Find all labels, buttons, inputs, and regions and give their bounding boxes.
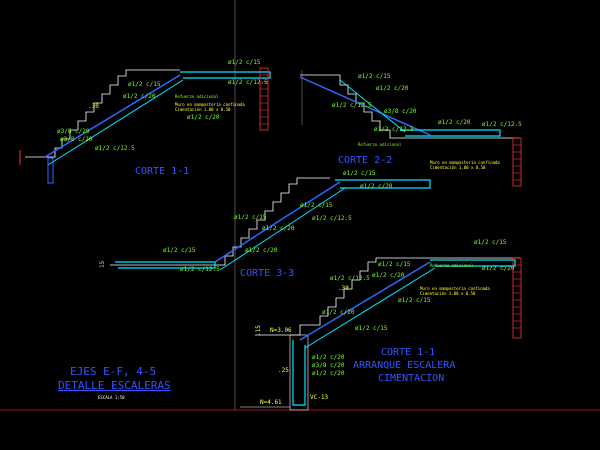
section-title: CORTE 3-3 [240, 268, 294, 279]
rebar-label: ø1/2 c/15 [358, 73, 391, 80]
note-text: Refuerzo adicional [430, 263, 474, 268]
end-column [512, 137, 522, 187]
note-text: Cimentación 1.00 x 0.50 [175, 107, 231, 112]
rebar-main-slab [299, 76, 431, 136]
sheet-title: DETALLE ESCALERAS [58, 379, 171, 392]
section-title: CORTE 2-2 [338, 155, 392, 166]
rebar-label: ø1/2 c/15 [300, 202, 333, 209]
note-text: Muro en mampostería confinada [420, 286, 490, 291]
rebar-bottom [304, 267, 436, 349]
rebar-label: ø3/8 c/20 [384, 108, 417, 115]
section-arranque-escalera: ø1/2 c/15 ø1/2 c/20 ø1/2 c/15 ø1/2 c/20 … [240, 239, 522, 411]
rebar-label: ø1/2 c/15 [378, 261, 411, 268]
rebar-label: ø1/2 c/20 [312, 370, 345, 377]
rebar-label: ø3/8 c/20 [57, 128, 90, 135]
section-corte-2-2: ø1/2 c/15 ø1/2 c/20 ø1/2 c/12.5 ø3/8 c/2… [299, 70, 522, 187]
rebar-label: ø1/2 c/20 [312, 354, 345, 361]
rebar-label: ø1/2 c/12.5 [180, 266, 220, 273]
rebar-bottom [339, 79, 406, 133]
section-title-line2: ARRANQUE ESCALERA [353, 360, 455, 371]
base-column [47, 157, 54, 184]
rebar-label: ø1/2 c/20 [187, 114, 220, 121]
sheet-title-block: EJES E-F, 4-5 DETALLE ESCALERAS ESCALA 1… [58, 365, 171, 400]
stair-profile [300, 74, 520, 139]
foundation-wall [289, 334, 309, 411]
rebar-label: ø1/2 c/15 [398, 297, 431, 304]
rebar-label: ø1/2 c/12.5 [332, 102, 372, 109]
rebar-label: ø1/2 c/12.5 [482, 121, 522, 128]
rebar-landing [180, 71, 271, 79]
rebar-label: ø1/2 c/15 [343, 170, 376, 177]
dimension-label: .15 [255, 325, 262, 336]
end-column [259, 67, 269, 131]
rebar-main-slab [299, 261, 431, 341]
rebar-bottom [47, 79, 184, 166]
note-text: Refuerzo adicional [358, 142, 402, 147]
rebar-main-slab [44, 74, 181, 158]
section-corte-1-1: ø1/2 c/15 ø1/2 c/12.5 ø1/2 c/15 ø1/2 c/2… [19, 59, 271, 184]
rebar-label: ø1/2 c/15 [163, 247, 196, 254]
stair-profile [255, 257, 520, 336]
level-mark: 15 [99, 260, 106, 268]
rebar-main-slab [214, 181, 341, 263]
section-corte-3-3: 15 ø1/2 c/15 ø1/2 c/20 ø1/2 c/15 ø1/2 c/… [99, 170, 431, 279]
section-title-line1: CORTE 1-1 [381, 347, 435, 358]
rebar-label: ø1/2 c/15 [234, 214, 267, 221]
note-text: Muro en mampostería confinada [430, 160, 500, 165]
rebar-label: ø1/2 c/15 [474, 239, 507, 246]
dimension-label: .25 [278, 367, 289, 374]
section-title: CORTE 1-1 [135, 166, 189, 177]
rebar-landing-low [115, 261, 216, 269]
rebar-label: ø1/2 c/20 [245, 247, 278, 254]
rebar-label: ø3/8 c/20 [312, 362, 345, 369]
note-text: Cimentación 1.00 x 0.50 [420, 291, 476, 296]
rebar-label: ø1/2 c/12.5 [312, 215, 352, 222]
rebar-landing [430, 259, 516, 267]
rebar-label: ø1/2 c/20 [123, 93, 156, 100]
note-text: Cimentación 1.00 x 0.50 [430, 165, 486, 170]
section-title-line3: CIMENTACION [378, 373, 444, 384]
rebar-landing [400, 129, 501, 137]
end-column [512, 257, 522, 339]
rebar-bottom [219, 187, 346, 271]
rebar-label: ø1/2 c/20 [322, 309, 355, 316]
level-bottom: N=4.61 [260, 399, 282, 406]
stair-profile [25, 69, 180, 158]
rebar-label: ø1/2 c/20 [438, 119, 471, 126]
rebar-label: ø1/2 c/12.5 [374, 126, 414, 133]
sheet-axes-label: EJES E-F, 4-5 [70, 365, 156, 378]
rebar-landing-high [335, 179, 431, 189]
vc-label: VC-13 [310, 394, 328, 401]
rebar-label: ø1/2 c/15 [355, 325, 388, 332]
rebar-label: ø3/8 c/20 [60, 136, 93, 143]
rebar-label: ø1/2 c/20 [262, 225, 295, 232]
tread-dimension: .30 [88, 103, 99, 110]
rebar-label: ø1/2 c/20 [360, 183, 393, 190]
rebar-label: ø1/2 c/15 [228, 59, 261, 66]
rebar-label: ø1/2 c/20 [376, 85, 409, 92]
rebar-label: ø1/2 c/12.5 [228, 79, 268, 86]
stair-profile [110, 177, 330, 266]
note-text: Muro en mampostería confinada [175, 102, 245, 107]
rebar-label: ø1/2 c/12.5 [95, 145, 135, 152]
tread-dimension: .30 [338, 285, 349, 292]
rebar-label: ø1/2 c/20 [482, 265, 515, 272]
sheet-scale: ESCALA 1:50 [98, 395, 125, 400]
note-text: Refuerzo adicional [175, 94, 219, 99]
rebar-label: ø1/2 c/12.5 [330, 275, 370, 282]
foundation-rebar [292, 340, 306, 406]
rebar-label: ø1/2 c/20 [372, 272, 405, 279]
rebar-label: ø1/2 c/15 [128, 81, 161, 88]
level-top: N=3.06 [270, 327, 292, 334]
